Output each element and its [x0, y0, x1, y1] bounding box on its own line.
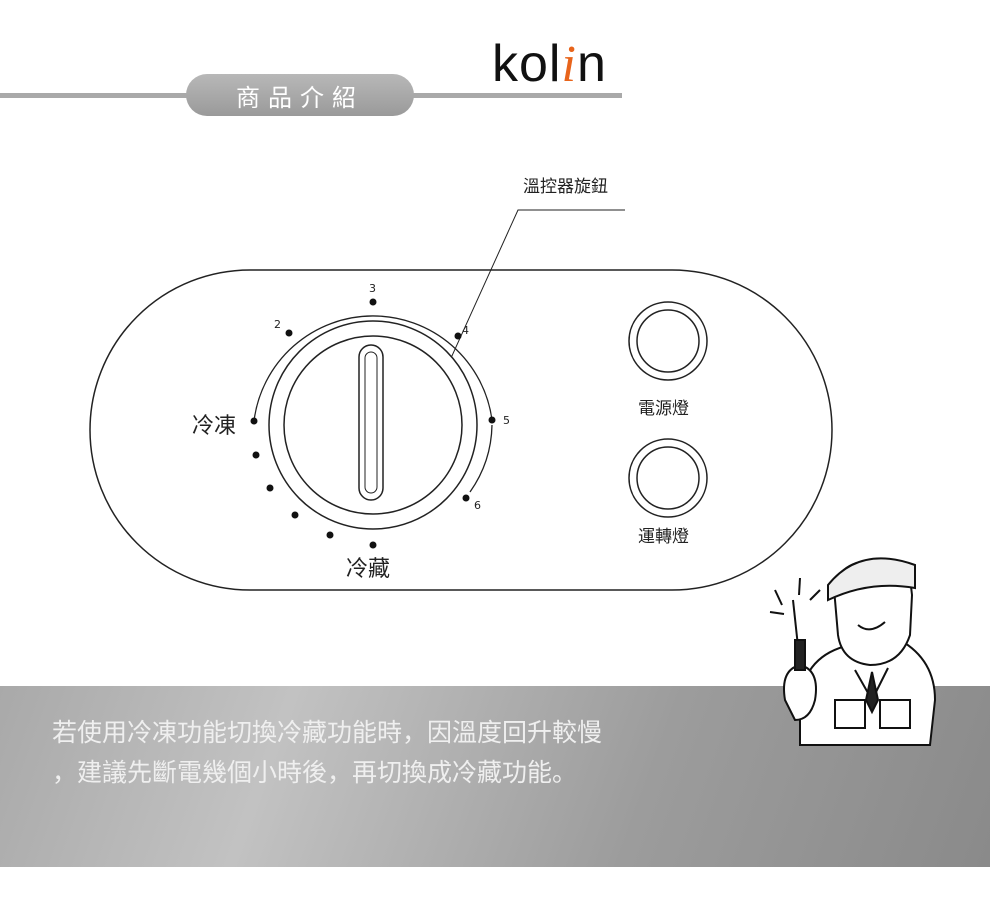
dial-number-6: 6 — [474, 499, 481, 512]
power-lamp-label: 電源燈 — [638, 399, 689, 419]
note-line-1: 若使用冷凍功能切換冷藏功能時，因溫度回升較慢 — [52, 718, 603, 747]
dial-number-4: 4 — [462, 324, 469, 337]
freeze-label: 冷凍 — [192, 414, 236, 439]
kolin-logo: kolin — [492, 35, 607, 93]
knob-callout-label: 溫控器旋鈕 — [523, 177, 608, 197]
knob-grip — [358, 344, 384, 501]
scale-arc-lower — [469, 424, 493, 493]
fridge-label: 冷藏 — [346, 557, 390, 582]
run-lamp — [628, 438, 708, 518]
section-title: 商品介紹 — [186, 74, 414, 116]
technician-illustration — [769, 557, 937, 746]
power-lamp — [628, 301, 708, 381]
dial-number-3: 3 — [369, 282, 376, 295]
usage-note: 若使用冷凍功能切換冷藏功能時，因溫度回升較慢 ，建議先斷電幾個小時後，再切換成冷… — [52, 713, 602, 793]
dial-number-2: 2 — [274, 318, 281, 331]
dial-number-5: 5 — [503, 414, 510, 427]
scale-arc — [253, 315, 493, 422]
run-lamp-label: 運轉燈 — [638, 527, 689, 547]
note-line-2: ，建議先斷電幾個小時後，再切換成冷藏功能。 — [52, 758, 578, 787]
scale-dots — [250, 298, 496, 549]
temperature-knob[interactable] — [268, 320, 478, 530]
